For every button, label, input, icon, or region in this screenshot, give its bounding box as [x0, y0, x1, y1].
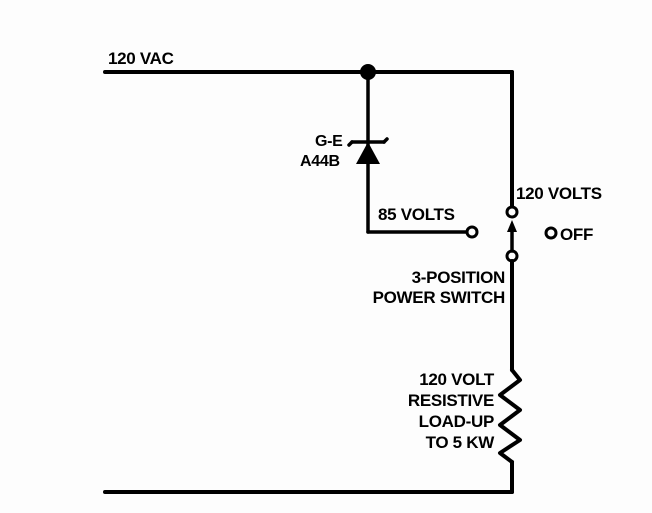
switch-position-120v-label: 120 VOLTS	[516, 184, 602, 203]
switch-terminal-off[interactable]	[544, 226, 558, 240]
switch-name-line2: POWER SWITCH	[373, 288, 505, 307]
supply-label: 120 VAC	[108, 49, 174, 68]
switch-terminal-120v[interactable]	[505, 205, 519, 219]
load-label-line1: 120 VOLT	[419, 370, 495, 389]
switch-position-off-label: OFF	[560, 225, 593, 244]
resistor-icon	[498, 368, 522, 464]
load-label-line2: RESISTIVE	[408, 391, 494, 410]
diode-part-label: A44B	[300, 153, 340, 170]
load-label-line4: TO 5 KW	[426, 433, 496, 452]
load-label-line3: LOAD-UP	[419, 412, 494, 431]
diode-icon	[347, 137, 389, 164]
switch-position-85v-label: 85 VOLTS	[378, 205, 455, 224]
switch-blade[interactable]	[507, 220, 517, 253]
diode-manufacturer-label: G-E	[315, 133, 343, 150]
switch-name-line1: 3-POSITION	[412, 268, 505, 287]
switch-terminal-85v[interactable]	[465, 225, 479, 239]
